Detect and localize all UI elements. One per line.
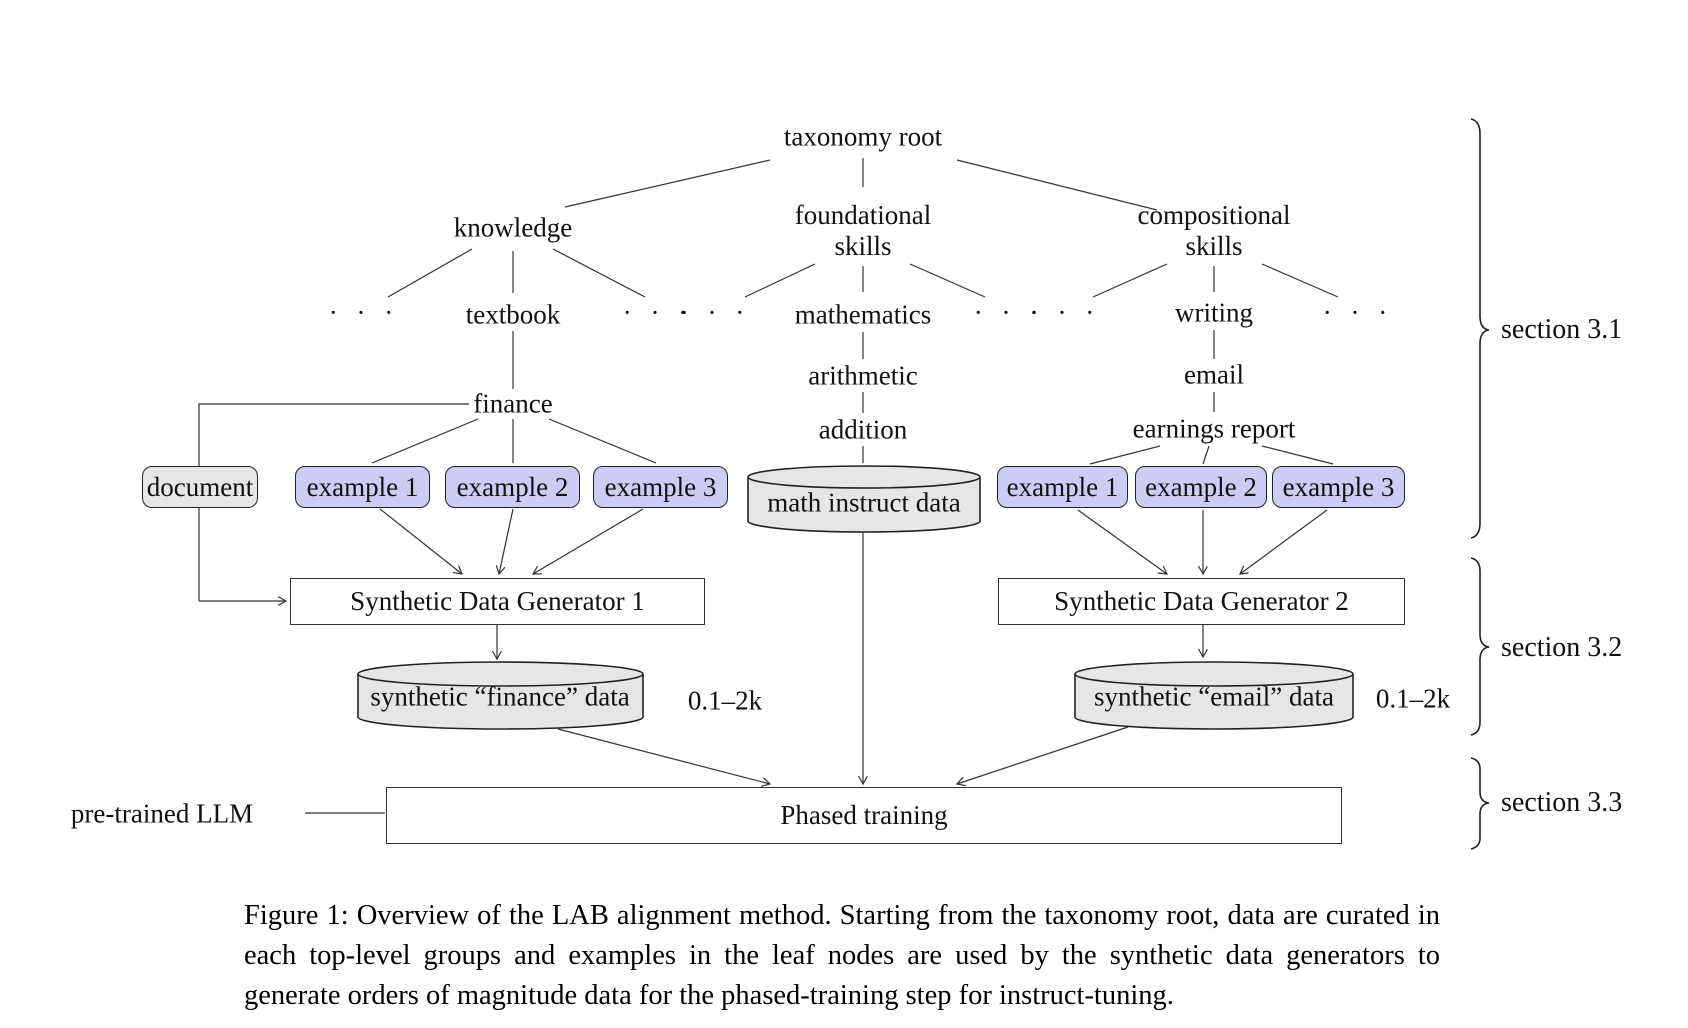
phased-training-box: Phased training: [386, 787, 1342, 844]
synthetic-data-generator-1-box: Synthetic Data Generator 1: [290, 578, 705, 625]
math-instruct-data-label: math instruct data: [767, 487, 961, 518]
ellipsis-compositional-left: · · ·: [1029, 297, 1101, 328]
example-2-right-box: example 2: [1135, 466, 1267, 508]
brace-section-3-2: [1470, 557, 1490, 736]
node-email: email: [1184, 359, 1244, 390]
ellipsis-knowledge-right: · · ·: [622, 297, 694, 328]
synthetic-finance-data-label: synthetic “finance” data: [370, 681, 630, 712]
brace-section-3-1: [1470, 118, 1490, 539]
document-routing: [198, 403, 469, 601]
example-1-left-box: example 1: [295, 466, 430, 508]
example-2-left-box: example 2: [445, 466, 580, 508]
figure-caption: Figure 1: Overview of the LAB alignment …: [244, 900, 1440, 1011]
node-knowledge: knowledge: [453, 212, 573, 243]
synthetic-data-generator-2-box: Synthetic Data Generator 2: [998, 578, 1405, 625]
finance-data-cylinder: [357, 661, 644, 730]
pretrained-llm-label: pre-trained LLM: [70, 798, 254, 829]
range-annotation-right: 0.1–2k: [1375, 683, 1451, 714]
node-finance: finance: [473, 388, 553, 419]
node-addition: addition: [818, 414, 908, 445]
node-mathematics: mathematics: [794, 299, 932, 330]
ellipsis-foundational-left: · · ·: [679, 297, 751, 328]
node-textbook: textbook: [465, 299, 561, 330]
example-3-left-box: example 3: [593, 466, 728, 508]
ellipsis-compositional-right: · · ·: [1322, 297, 1394, 328]
example-1-right-box: example 1: [997, 466, 1128, 508]
node-arithmetic: arithmetic: [808, 360, 918, 391]
example-3-right-box: example 3: [1272, 466, 1405, 508]
ellipsis-knowledge-left: · · ·: [328, 297, 400, 328]
email-data-cylinder: [1074, 661, 1354, 730]
synthetic-email-data-label: synthetic “email” data: [1094, 681, 1334, 712]
generator-output-arrows: [497, 625, 1203, 659]
training-input-arrows: [557, 532, 1129, 784]
node-compositional-skills: compositional skills: [1137, 200, 1291, 261]
section-3-1-label: section 3.1: [1501, 314, 1623, 345]
ellipsis-foundational-right: · · ·: [973, 297, 1045, 328]
section-3-3-label: section 3.3: [1501, 787, 1623, 818]
range-annotation-left: 0.1–2k: [687, 685, 763, 716]
node-writing: writing: [1175, 297, 1253, 328]
section-braces: [1470, 118, 1490, 850]
example-arrows: [379, 508, 1328, 574]
section-3-2-label: section 3.2: [1501, 632, 1623, 663]
brace-section-3-3: [1470, 757, 1490, 850]
node-foundational-skills: foundational skills: [794, 200, 932, 261]
node-taxonomy-root: taxonomy root: [783, 121, 943, 152]
node-earnings-report: earnings report: [1132, 413, 1296, 444]
math-instruct-cylinder: [747, 465, 981, 533]
document-box: document: [142, 466, 258, 508]
tree-edges: [371, 158, 1339, 465]
